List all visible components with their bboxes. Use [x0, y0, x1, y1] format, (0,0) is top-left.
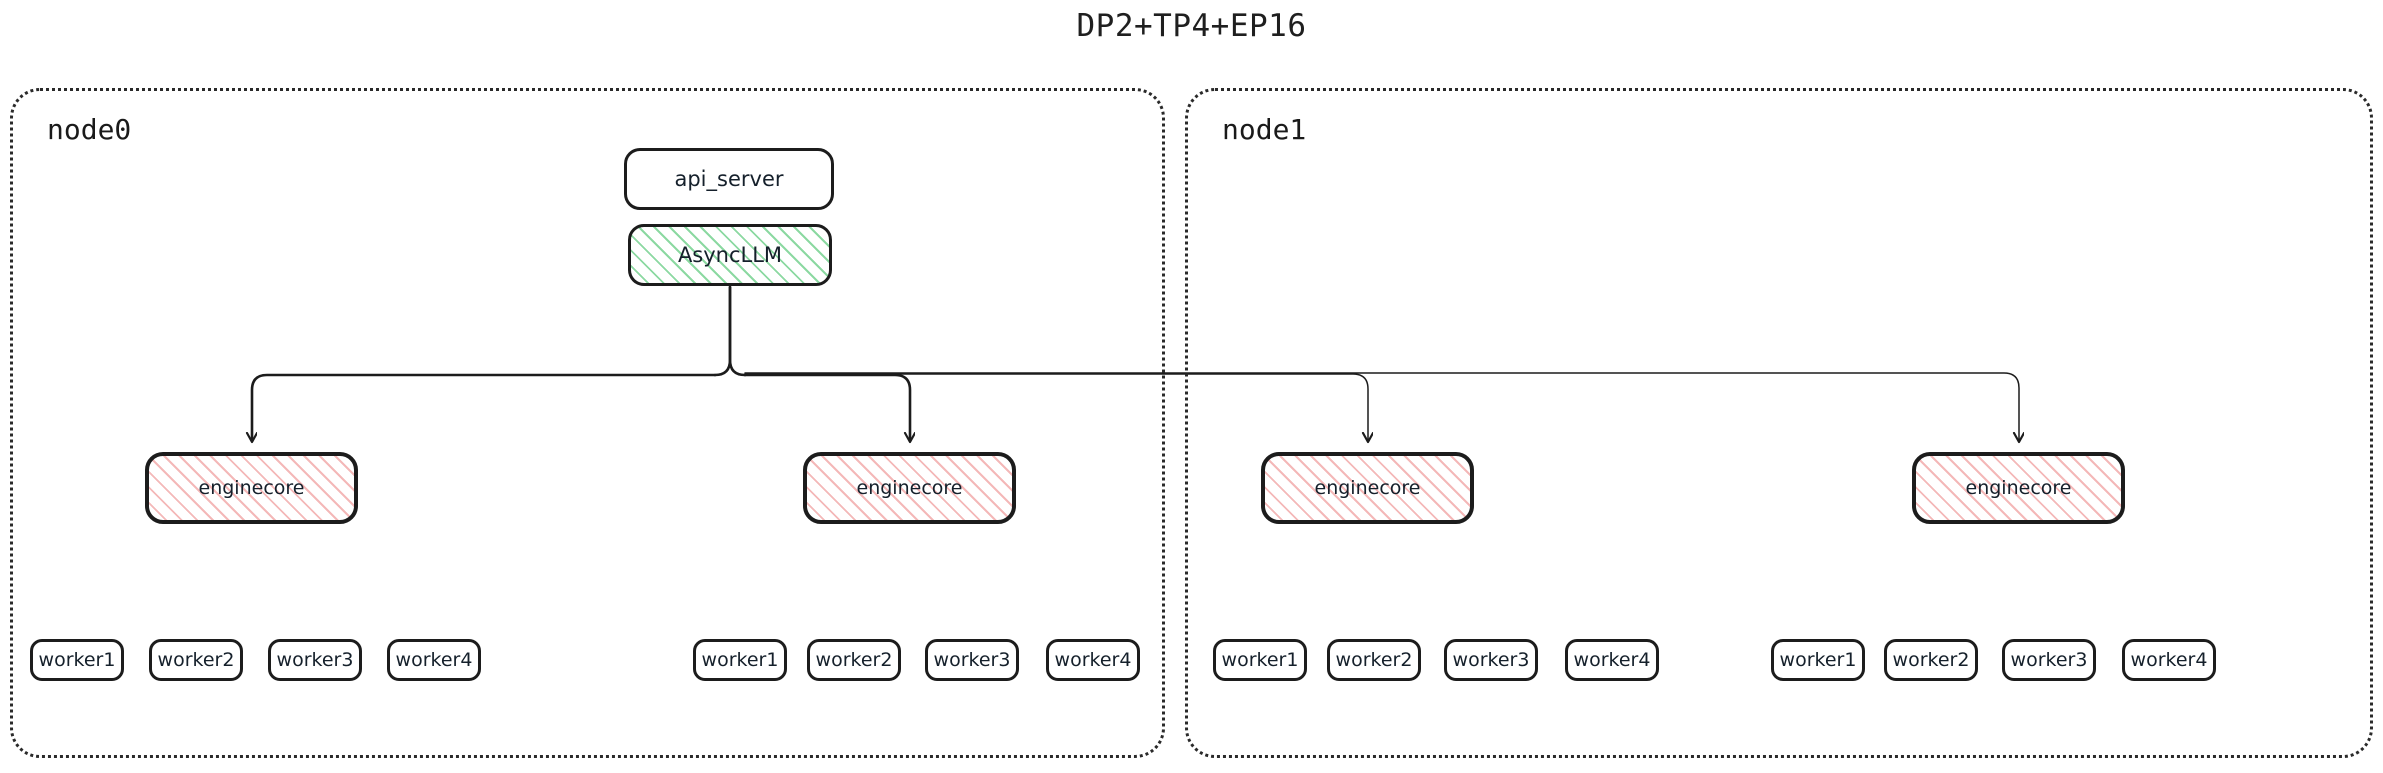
cluster-node0: node0 [10, 88, 1165, 758]
node-enginecore-2-label: enginecore [1314, 476, 1421, 499]
node-enginecore-0-label: enginecore [198, 476, 305, 499]
node-worker-g2-1[interactable]: worker1 [1213, 639, 1307, 681]
node-enginecore-3[interactable]: enginecore [1912, 452, 2125, 524]
node-enginecore-1[interactable]: enginecore [803, 452, 1016, 524]
node-async-llm-label: AsyncLLM [677, 242, 783, 267]
node-worker-g2-4[interactable]: worker4 [1565, 639, 1659, 681]
node-enginecore-2[interactable]: enginecore [1261, 452, 1474, 524]
node-worker-g2-2[interactable]: worker2 [1327, 639, 1421, 681]
cluster-label-node0: node0 [47, 113, 132, 146]
node-worker-g0-2[interactable]: worker2 [149, 639, 243, 681]
page-title: DP2+TP4+EP16 [1076, 8, 1307, 44]
node-async-llm[interactable]: AsyncLLM [628, 224, 832, 286]
node-worker-g2-2-label: worker2 [1335, 648, 1413, 671]
node-worker-g0-1[interactable]: worker1 [30, 639, 124, 681]
node-api-server[interactable]: api_server [624, 148, 834, 210]
node-worker-g1-1-label: worker1 [701, 648, 779, 671]
node-worker-g0-2-label: worker2 [157, 648, 235, 671]
node-worker-g1-1[interactable]: worker1 [693, 639, 787, 681]
node-worker-g3-1-label: worker1 [1779, 648, 1857, 671]
node-worker-g3-4-label: worker4 [2130, 648, 2208, 671]
node-worker-g1-3[interactable]: worker3 [925, 639, 1019, 681]
node-worker-g1-4-label: worker4 [1054, 648, 1132, 671]
node-worker-g3-2[interactable]: worker2 [1884, 639, 1978, 681]
node-worker-g1-2[interactable]: worker2 [807, 639, 901, 681]
node-worker-g3-3-label: worker3 [2010, 648, 2088, 671]
cluster-label-node1: node1 [1222, 113, 1307, 146]
node-api-server-label: api_server [674, 166, 784, 191]
cluster-node1: node1 [1185, 88, 2373, 758]
node-worker-g1-2-label: worker2 [815, 648, 893, 671]
node-worker-g3-4[interactable]: worker4 [2122, 639, 2216, 681]
node-worker-g2-3[interactable]: worker3 [1444, 639, 1538, 681]
node-worker-g2-4-label: worker4 [1573, 648, 1651, 671]
node-worker-g1-3-label: worker3 [933, 648, 1011, 671]
node-worker-g0-3-label: worker3 [276, 648, 354, 671]
node-worker-g3-2-label: worker2 [1892, 648, 1970, 671]
node-worker-g3-1[interactable]: worker1 [1771, 639, 1865, 681]
node-worker-g0-1-label: worker1 [38, 648, 116, 671]
node-worker-g3-3[interactable]: worker3 [2002, 639, 2096, 681]
node-worker-g0-4-label: worker4 [395, 648, 473, 671]
node-enginecore-3-label: enginecore [1965, 476, 2072, 499]
node-worker-g1-4[interactable]: worker4 [1046, 639, 1140, 681]
node-worker-g2-3-label: worker3 [1452, 648, 1530, 671]
node-worker-g0-4[interactable]: worker4 [387, 639, 481, 681]
node-worker-g0-3[interactable]: worker3 [268, 639, 362, 681]
node-enginecore-1-label: enginecore [856, 476, 963, 499]
node-worker-g2-1-label: worker1 [1221, 648, 1299, 671]
node-enginecore-0[interactable]: enginecore [145, 452, 358, 524]
